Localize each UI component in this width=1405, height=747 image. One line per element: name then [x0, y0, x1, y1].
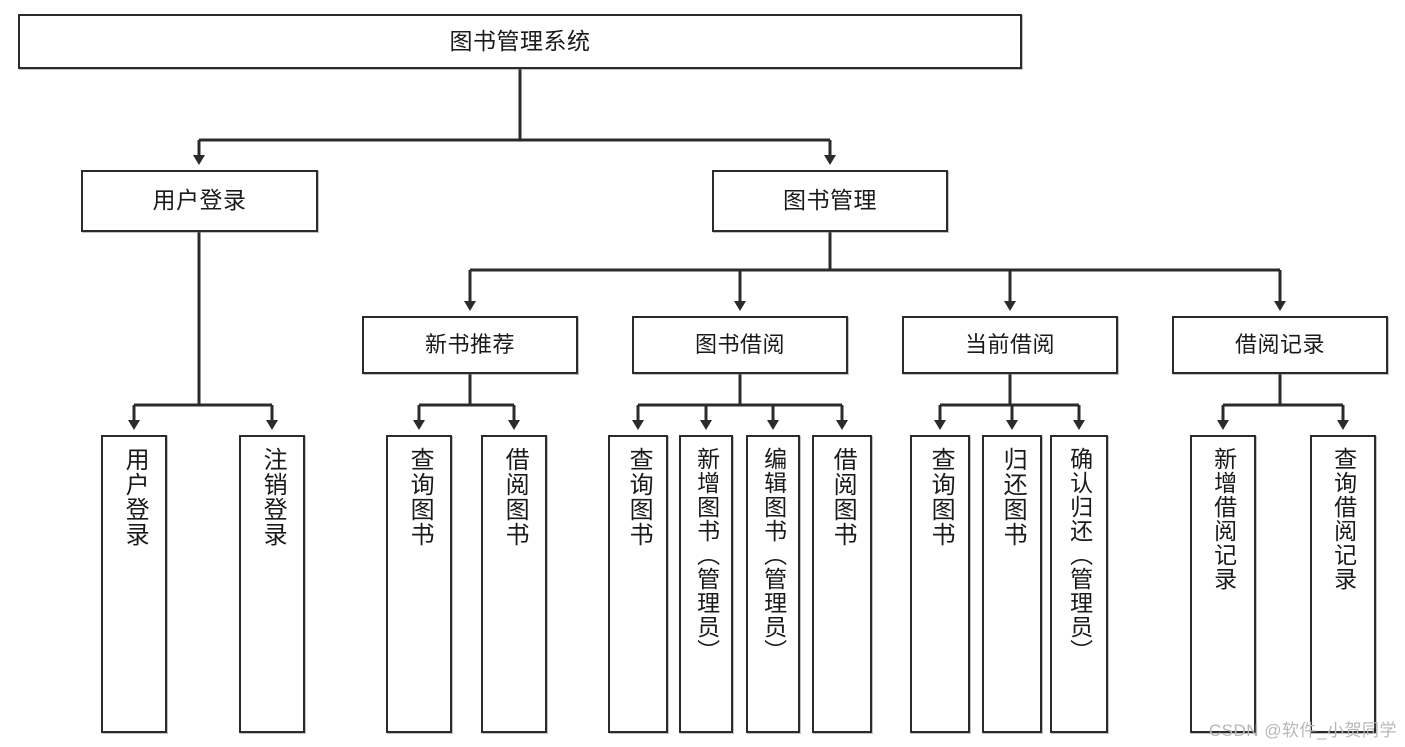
node-label: 注销登录: [259, 447, 287, 547]
node-label: 查询图书: [927, 447, 955, 547]
node-label: 新增借阅记录: [1210, 447, 1237, 591]
node-label: 编辑图书（管理员）: [760, 447, 787, 663]
leaf-borrow-add-book[interactable]: 新增图书（管理员）: [679, 435, 733, 733]
node-label: 查询图书: [406, 447, 434, 547]
leaf-rec-query-book[interactable]: 查询图书: [386, 435, 452, 733]
node-label: 借阅记录: [1234, 331, 1325, 357]
node-label: 新增图书（管理员）: [693, 447, 720, 663]
node-book-management[interactable]: 图书管理: [712, 170, 948, 232]
node-borrow-record[interactable]: 借阅记录: [1172, 316, 1388, 374]
node-label: 查询图书: [625, 447, 653, 547]
leaf-login-user-login[interactable]: 用户登录: [101, 435, 167, 733]
leaf-record-add[interactable]: 新增借阅记录: [1190, 435, 1256, 733]
node-label: 图书借阅: [694, 331, 785, 357]
node-label: 查询借阅记录: [1330, 447, 1357, 591]
node-label: 当前借阅: [964, 331, 1055, 357]
node-current-borrow[interactable]: 当前借阅: [902, 316, 1118, 374]
leaf-borrow-borrow-book[interactable]: 借阅图书: [812, 435, 872, 733]
leaf-cur-confirm-return[interactable]: 确认归还（管理员）: [1050, 435, 1108, 733]
node-label: 借阅图书: [501, 447, 529, 547]
leaf-borrow-query-book[interactable]: 查询图书: [608, 435, 668, 733]
node-user-login[interactable]: 用户登录: [81, 170, 318, 232]
leaf-cur-return-book[interactable]: 归还图书: [982, 435, 1042, 733]
node-new-book-recommend[interactable]: 新书推荐: [362, 316, 578, 374]
leaf-rec-borrow-book[interactable]: 借阅图书: [481, 435, 547, 733]
node-label: 借阅图书: [829, 447, 857, 547]
node-book-borrow[interactable]: 图书借阅: [632, 316, 848, 374]
leaf-cur-query-book[interactable]: 查询图书: [910, 435, 970, 733]
csdn-watermark: CSDN @软件_小贺同学: [1208, 721, 1397, 740]
node-book-management-system[interactable]: 图书管理系统: [18, 14, 1022, 69]
node-label: 归还图书: [999, 447, 1027, 547]
node-label: 图书管理: [783, 187, 877, 214]
node-label: 用户登录: [121, 447, 149, 547]
leaf-login-logout[interactable]: 注销登录: [239, 435, 305, 733]
leaf-record-query[interactable]: 查询借阅记录: [1310, 435, 1376, 733]
node-label: 用户登录: [152, 187, 247, 214]
node-label: 图书管理系统: [449, 27, 591, 54]
node-label: 确认归还（管理员）: [1066, 447, 1093, 663]
node-label: 新书推荐: [424, 331, 515, 357]
leaf-borrow-edit-book[interactable]: 编辑图书（管理员）: [746, 435, 800, 733]
